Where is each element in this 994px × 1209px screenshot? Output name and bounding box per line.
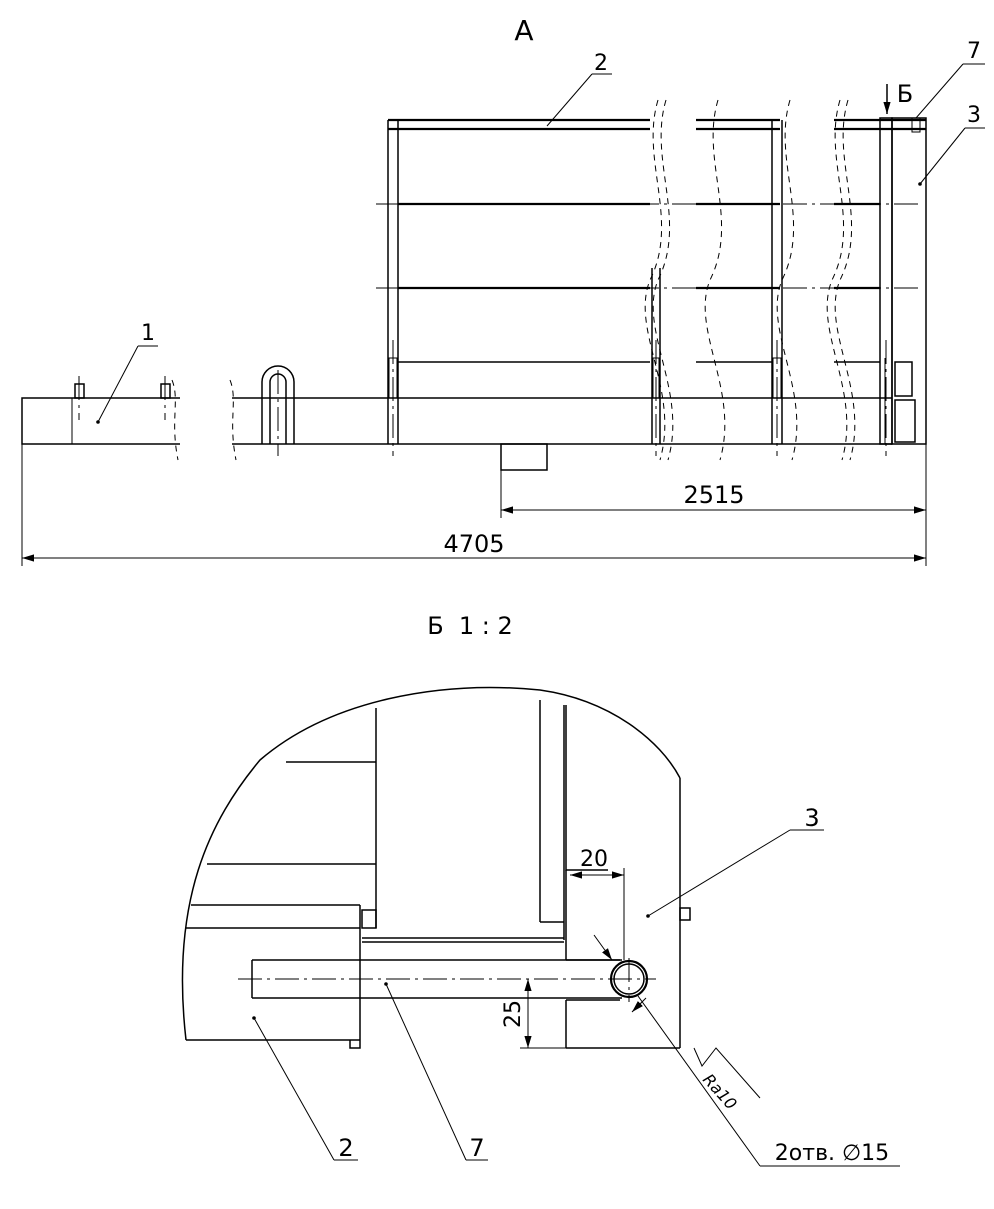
dim-20-text: 20 (580, 847, 608, 872)
view-a: А (21, 14, 985, 566)
support-block (500, 443, 548, 471)
base-beam (21, 379, 892, 471)
beam-pins (74, 376, 171, 420)
end-plate-part-3-detail (565, 705, 691, 1049)
break-lines (644, 99, 856, 461)
detail-callout-7: 7 (469, 1134, 484, 1162)
frame-part-2-detail (186, 700, 565, 1049)
callout-7: 7 (967, 39, 981, 64)
end-plate-part-3 (879, 117, 927, 456)
detail-callout-3: 3 (804, 804, 819, 832)
pin-part-7 (238, 958, 656, 1002)
dimension-4705: 4705 (21, 444, 926, 566)
u-loop-handle (261, 365, 295, 456)
dimension-2515: 2515 (500, 444, 927, 566)
view-b: Б 1 : 2 (181, 612, 900, 1167)
section-marker: Б (897, 80, 913, 108)
detail-boundary (181, 686, 681, 1041)
detail-callout-2: 2 (338, 1134, 353, 1162)
dimension-25: 25 (501, 979, 566, 1049)
roughness-symbol: Ra10 (693, 1047, 761, 1113)
callout-3: 3 (967, 103, 981, 128)
dim-2515-text: 2515 (683, 481, 744, 509)
roughness-text: Ra10 (699, 1070, 741, 1113)
view-a-title: А (514, 14, 533, 47)
callout-1: 1 (141, 321, 155, 346)
dimension-20: 20 (570, 847, 625, 960)
dim-25-text: 25 (501, 1000, 526, 1028)
frame-part-2 (376, 118, 926, 456)
callout-2: 2 (594, 51, 608, 76)
dim-4705-text: 4705 (443, 530, 504, 558)
view-b-title: Б 1 : 2 (427, 612, 513, 640)
holes-note: 2отв. ∅15 (775, 1141, 889, 1166)
